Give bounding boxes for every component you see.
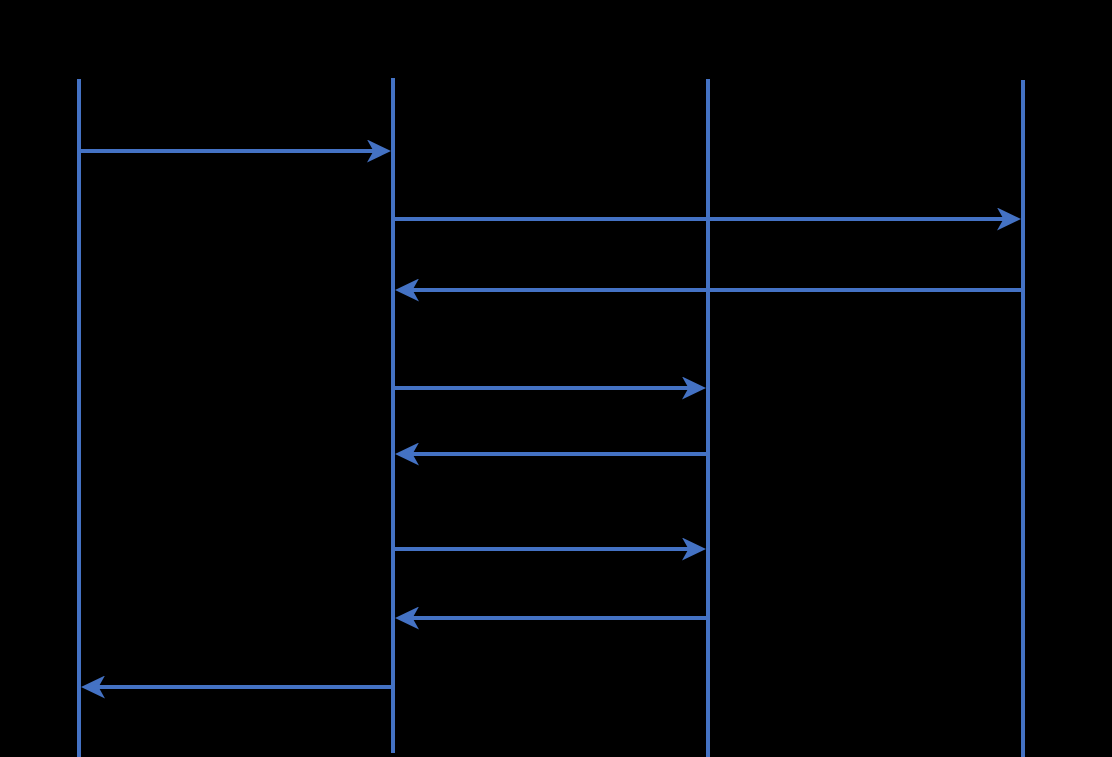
message-5-line: [412, 452, 708, 456]
lifeline-participant-4: [1021, 80, 1025, 757]
lifeline-participant-2: [391, 78, 395, 753]
message-1-line: [79, 149, 374, 153]
message-3-line: [412, 288, 1023, 292]
lifeline-participant-1: [77, 79, 81, 757]
message-4-line: [393, 386, 689, 390]
lifeline-participant-3: [706, 79, 710, 757]
message-2-line: [393, 217, 1004, 221]
message-7-line: [412, 616, 708, 620]
message-8-line: [98, 685, 393, 689]
message-6-line: [393, 547, 689, 551]
